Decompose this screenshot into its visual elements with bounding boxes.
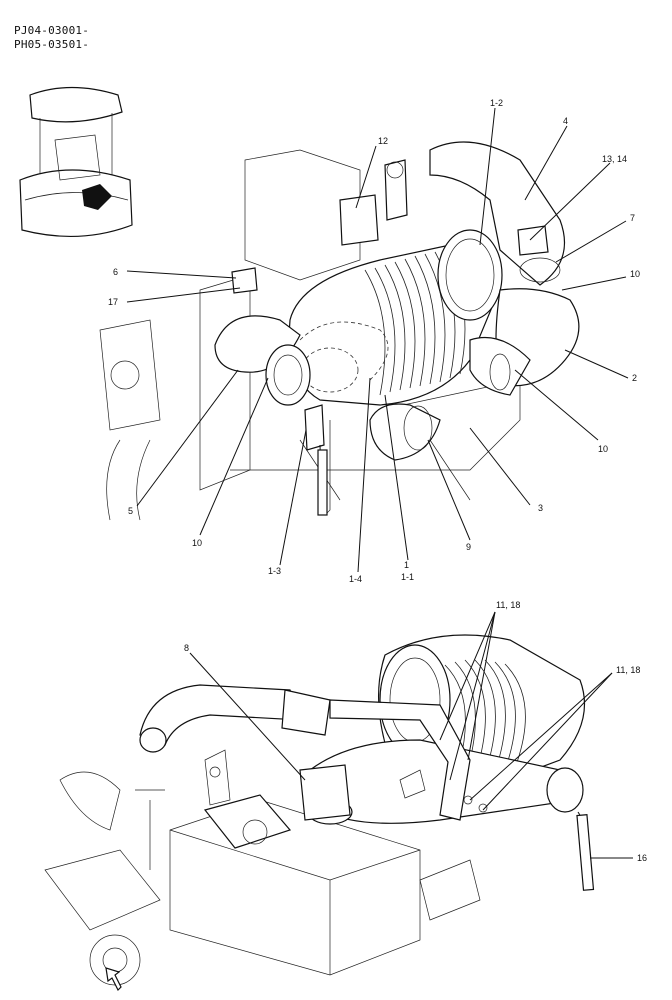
serial-range-2: PH05-03501- <box>14 38 90 51</box>
top-leader-lines <box>126 107 629 573</box>
bracket-bottom <box>329 699 488 821</box>
callout-3: 3 <box>538 503 543 513</box>
front-arrow-icon <box>105 967 122 992</box>
intake-duct-bottom <box>139 684 595 891</box>
callout-1-1: 1-1 <box>401 572 414 582</box>
engine-block-bottom <box>44 749 481 986</box>
brackets-clamps-top <box>231 159 549 516</box>
callout-17: 17 <box>108 297 118 307</box>
callout-1-4: 1-4 <box>349 574 362 584</box>
air-cleaner-body <box>288 229 503 406</box>
callout-1-2: 1-2 <box>490 98 503 108</box>
intake-hose <box>214 315 441 461</box>
callout-12: 12 <box>378 136 388 146</box>
callout-10-left: 10 <box>192 538 202 548</box>
callout-6: 6 <box>113 267 118 277</box>
callout-11-18-top: 11, 18 <box>496 600 520 610</box>
callout-7: 7 <box>630 213 635 223</box>
serial-range-1: PJ04-03001- <box>14 24 90 37</box>
callout-11-18-right: 11, 18 <box>616 665 640 675</box>
callout-10-lower: 10 <box>598 444 608 454</box>
bottom-leader-lines <box>189 611 633 859</box>
machine-thumbnail <box>19 86 133 238</box>
callout-2: 2 <box>632 373 637 383</box>
callout-16: 16 <box>637 853 647 863</box>
callout-1-3: 1-3 <box>268 566 281 576</box>
callout-1: 1 <box>404 560 409 570</box>
callout-13-14: 13, 14 <box>602 154 627 164</box>
callout-9: 9 <box>466 542 471 552</box>
callout-10-right: 10 <box>630 269 640 279</box>
top-callout-labels: 1-2 4 12 13, 14 7 6 17 10 2 10 3 5 10 9 … <box>108 98 640 584</box>
callout-5: 5 <box>128 506 133 516</box>
callout-8: 8 <box>184 643 189 653</box>
callout-4: 4 <box>563 116 568 126</box>
bottom-callout-labels: 11, 18 8 11, 18 16 <box>184 600 647 863</box>
